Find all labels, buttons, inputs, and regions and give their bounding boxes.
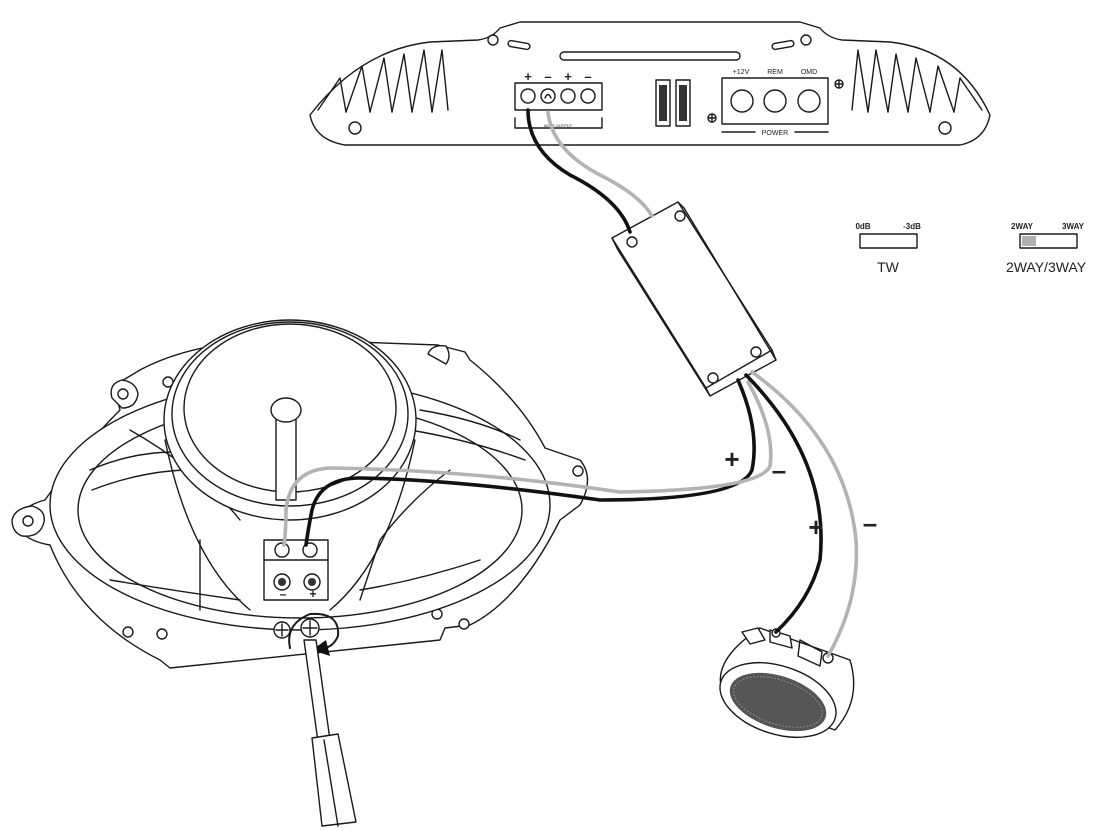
tweeter-wire-plus: +	[808, 512, 823, 542]
screw-icon	[348, 121, 362, 135]
screw-icon	[800, 34, 812, 46]
power-terminal: +12V REM OMD POWER	[707, 69, 844, 137]
woofer-terminal-plus: +	[309, 587, 316, 601]
terminal-sign: +	[524, 69, 532, 84]
amplifier: + – + – AKER OUTPUT +12V REM OMD	[309, 21, 991, 146]
svg-text:2WAY: 2WAY	[1011, 222, 1034, 231]
svg-text:3WAY: 3WAY	[1062, 222, 1085, 231]
tweeter-grille	[729, 672, 827, 732]
svg-text:+12V: +12V	[733, 69, 750, 76]
screw-icon	[626, 236, 638, 248]
terminal-sign: –	[544, 69, 551, 84]
way-switch-caption: 2WAY/3WAY	[1006, 259, 1087, 275]
switch-knob	[1022, 236, 1036, 246]
woofer-terminal-block: – +	[263, 539, 329, 601]
terminal-sign: +	[564, 69, 572, 84]
tw-switch-caption: TW	[877, 259, 900, 275]
screw-icon	[674, 210, 686, 222]
woofer-wire-plus: +	[724, 444, 739, 474]
terminal-sign: –	[584, 69, 591, 84]
screw-icon	[707, 372, 719, 384]
crossover	[611, 201, 777, 397]
tw-switch: 0dB -3dB TW	[855, 222, 921, 275]
screw-icon	[750, 346, 762, 358]
connector-ports	[655, 79, 691, 127]
svg-text:REM: REM	[767, 69, 783, 76]
screwdriver	[303, 639, 357, 827]
wires	[282, 108, 859, 658]
rotate-arrow-icon	[288, 612, 340, 650]
way-switch: 2WAY 3WAY 2WAY/3WAY	[1006, 222, 1087, 275]
power-label: POWER	[762, 130, 788, 137]
screw-icon	[487, 34, 499, 46]
svg-text:0dB: 0dB	[855, 222, 870, 231]
woofer-terminal-minus: –	[280, 587, 287, 601]
svg-text:OMD: OMD	[801, 69, 817, 76]
speaker-output-terminal: + – + – AKER OUTPUT	[514, 69, 603, 129]
svg-text:-3dB: -3dB	[903, 222, 921, 231]
woofer-speaker: – +	[11, 319, 589, 669]
top-slot	[559, 51, 741, 61]
cooling-fins-right	[851, 49, 983, 113]
woofer-wire-minus: –	[772, 455, 786, 485]
screw-icon	[938, 121, 952, 135]
tweeter-wire-minus: –	[863, 508, 877, 538]
tweeter	[719, 627, 855, 738]
output-label: AKER OUTPUT	[544, 123, 573, 128]
mounting-ears	[11, 344, 584, 537]
cooling-fins-left	[317, 49, 449, 113]
